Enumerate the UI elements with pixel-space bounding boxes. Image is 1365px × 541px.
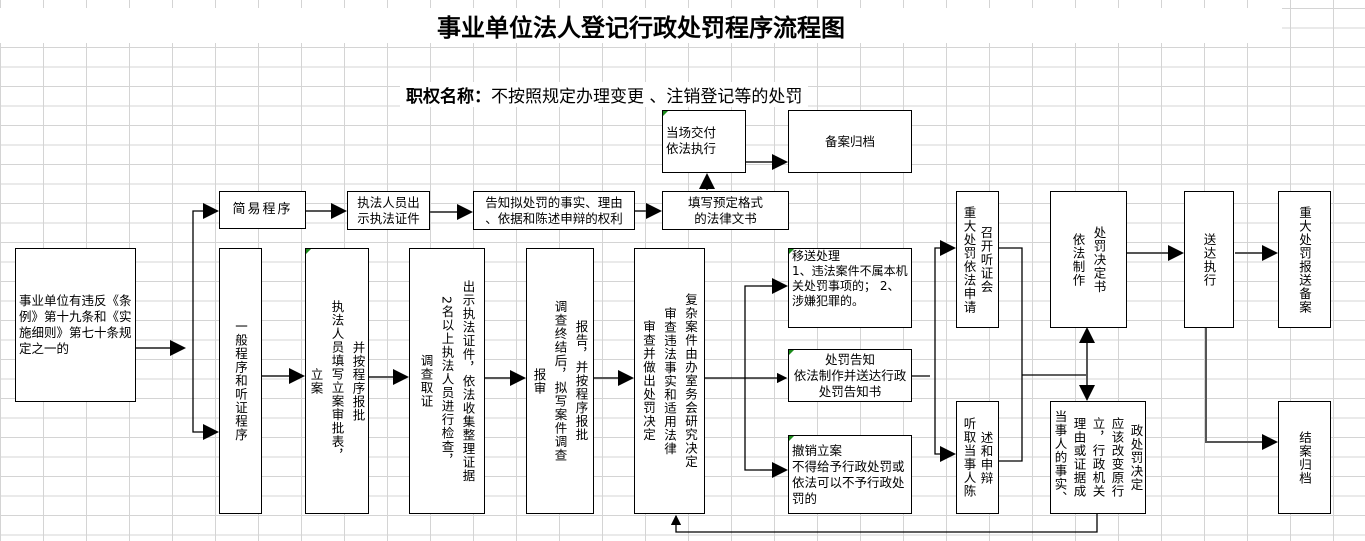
node-general-procedure: 一般程序和听证程序 (219, 248, 262, 514)
node-filing: 立案 执法人员填写立案审批表， 并按程序报批 (305, 248, 369, 514)
node-statement: 听取当事人陈 述和申辩 (956, 401, 999, 514)
node-deliver-execute: 当场交付 依法执行 (662, 110, 746, 173)
node-penalty-notice: 处罚告知 依法制作并送达行政处罚告知书 (788, 349, 912, 402)
node-start: 事业单位有违反《条例》第十九条和《实施细则》第七十条规定之一的 (15, 248, 136, 402)
title-text: 事业单位法人登记行政处罚程序流程图 (437, 14, 845, 42)
node-change-decision: 当事人的事实、 理由或证据成 立，行政机关 应该改变原行 政处罚决定 (1050, 401, 1146, 514)
node-review-decide: 审查并做出处罚决定 审查违法事实和适用法律 复杂案件由办室务会研究决定 (634, 248, 705, 514)
node-revoke-filing: 撤销立案 不得给予行政处罚或依法可以不予行政处罚的 (788, 435, 912, 514)
node-report-review: 报审 调查终结后，拟写案件调查 报告，并按程序报批 (526, 248, 594, 514)
page-title: 事业单位法人登记行政处罚程序流程图 (0, 8, 1282, 43)
node-transfer: 移送处理 1、违法案件不属本机关处罚事项的； 2、涉嫌犯罪的。 (788, 248, 912, 328)
node-simple-procedure: 简易程序 (219, 191, 306, 229)
node-deliver-execute-final: 送达执行 (1184, 191, 1234, 328)
node-decision-document: 依法制作 处罚决定书 (1050, 191, 1127, 328)
node-investigate: 调查取证 2名以上执法人员进行检查， 出示执法证件，依法收集整理证据 (409, 248, 485, 514)
node-hearing: 重大处罚依法申请 召开听证会 (956, 191, 999, 328)
node-archive-record: 备案归档 (788, 110, 912, 173)
subtitle-label: 职权名称： (406, 87, 491, 107)
node-major-record: 重大处罚报送备案 (1278, 191, 1331, 328)
node-inform-rights: 告知拟处罚的事实、理由 、依据和陈述申辩的权利 (473, 191, 635, 230)
subtitle: 职权名称：不按照规定办理变更 、注销登记等的处罚 (400, 82, 809, 107)
node-show-certificate: 执法人员出 示执法证件 (347, 191, 430, 230)
node-close-archive: 结案归档 (1278, 401, 1331, 514)
subtitle-value: 不按照规定办理变更 、注销登记等的处罚 (491, 87, 803, 107)
node-fill-document: 填写预定格式 的法律文书 (662, 191, 789, 230)
